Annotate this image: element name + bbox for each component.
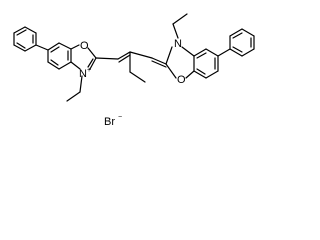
central-ethyl — [129, 51, 146, 83]
right-oxazole-ring — [165, 46, 195, 79]
left-benzo-ring — [47, 42, 72, 70]
counterion-charge: − — [118, 114, 122, 121]
right-phenyl-link — [217, 48, 231, 57]
methine-bridge — [95, 51, 167, 68]
atom-n-left: N — [79, 68, 87, 80]
left-phenyl-ring — [13, 26, 37, 52]
right-n-ethyl — [172, 13, 188, 39]
left-oxazole-ring — [70, 44, 97, 70]
structure-svg: O N + N O Br − — [13, 13, 255, 128]
counterion-label: Br — [104, 116, 115, 128]
left-n-ethyl — [66, 75, 83, 102]
left-phenyl-link — [35, 44, 49, 51]
atom-o-right: O — [177, 74, 186, 86]
chemical-structure-diagram: O N + N O Br − — [0, 0, 266, 133]
atom-n-left-charge: + — [87, 67, 91, 74]
atom-o-left: O — [80, 40, 89, 52]
right-benzo-ring — [193, 48, 219, 79]
atom-n-right: N — [174, 38, 182, 50]
right-phenyl-ring — [229, 28, 255, 57]
